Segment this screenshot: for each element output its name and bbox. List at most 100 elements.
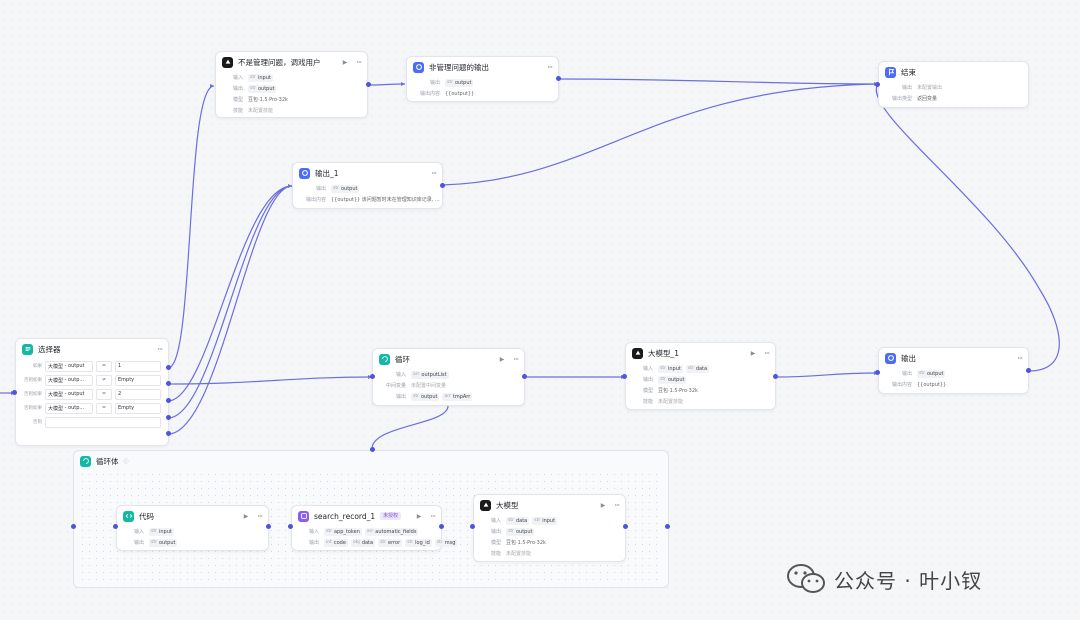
node-title: 不是管理问题，调戏用户 — [238, 57, 321, 67]
auth-badge[interactable]: 未授权 — [380, 512, 402, 520]
output-port[interactable] — [1026, 368, 1031, 373]
watermark-text: 公众号 · 叶小钗 — [834, 568, 983, 593]
row-label: 技能 — [232, 108, 243, 114]
skill-value: 未配置技能 — [658, 399, 684, 405]
output-port[interactable] — [623, 524, 628, 529]
output-port-elseif-1[interactable] — [166, 381, 171, 386]
more-icon[interactable]: ··· — [430, 511, 436, 521]
wire-loop-to-loop-body — [371, 405, 449, 450]
row-label: 中间变量 — [385, 383, 406, 389]
output-port[interactable] — [522, 374, 527, 379]
condition-if[interactable]: 如果 大模型 - output = 1 — [16, 359, 168, 373]
more-icon[interactable]: ··· — [513, 354, 519, 364]
more-icon[interactable]: ··· — [614, 500, 620, 510]
run-icon[interactable]: ▶ — [416, 512, 422, 520]
run-icon[interactable]: ▶ — [600, 501, 606, 509]
run-icon[interactable]: ▶ — [243, 512, 249, 520]
plugin-icon — [298, 510, 309, 522]
output-port[interactable] — [266, 524, 271, 529]
model-name: 豆包·1.5·Pro·32k — [506, 540, 546, 546]
condition-elseif-3[interactable]: 否则如果 大模型 - outp... = Empty — [16, 401, 168, 415]
condition-elseif-2[interactable]: 否则如果 大模型 - output = 2 — [16, 387, 168, 401]
input-port[interactable] — [12, 390, 17, 395]
output-icon — [299, 167, 310, 179]
row-label: 输出类型 — [891, 96, 912, 102]
input-port[interactable] — [470, 524, 475, 529]
node-title: 输出 — [901, 353, 916, 363]
output-port-if[interactable] — [166, 365, 171, 370]
more-icon[interactable]: ··· — [547, 62, 553, 72]
row-label: 输出 — [901, 85, 912, 91]
run-icon[interactable]: ▶ — [342, 58, 348, 66]
mid-var-value: 未配置中间变量 — [411, 383, 447, 389]
more-icon[interactable]: ··· — [764, 348, 770, 358]
output-content: {{output}} — [917, 381, 947, 388]
row-label: 模型 — [232, 97, 243, 103]
input-port[interactable] — [622, 374, 627, 379]
run-icon[interactable]: ▶ — [750, 349, 756, 357]
row-label: 输入 — [490, 518, 501, 524]
condition-elseif-1[interactable]: 否则如果 大模型 - outp... ≠ Empty — [16, 373, 168, 387]
output-port-else[interactable] — [166, 431, 171, 436]
row-label: 输出 — [315, 186, 326, 192]
node-title: 非管理问题的输出 — [429, 62, 489, 72]
output-port[interactable] — [556, 76, 561, 81]
run-icon[interactable]: ▶ — [499, 355, 505, 363]
more-icon[interactable]: ··· — [1017, 353, 1023, 363]
node-title: search_record_1 — [314, 511, 376, 521]
input-port[interactable] — [113, 524, 118, 529]
row-label: 输出内容 — [305, 197, 326, 203]
wire-selector-2-to-output1 — [167, 185, 293, 402]
input-port[interactable] — [875, 82, 880, 87]
output-port[interactable] — [440, 183, 445, 188]
row-label: 模型 — [490, 540, 501, 546]
output-port-elseif-3[interactable] — [166, 415, 171, 420]
more-icon[interactable]: ··· — [356, 57, 362, 67]
node-title: 大模型 — [496, 500, 519, 510]
more-icon[interactable]: ··· — [157, 344, 163, 354]
node-selector[interactable]: 选择器 ··· 如果 大模型 - output = 1 否则如果 大模型 - o… — [15, 338, 169, 446]
more-icon[interactable]: ··· — [257, 511, 263, 521]
row-label: 模型 — [642, 388, 653, 394]
row-label: 输入 — [308, 529, 319, 535]
loop-body-start-port[interactable] — [71, 524, 76, 529]
llm-icon — [480, 499, 491, 511]
loop-body-icon — [80, 455, 91, 467]
loop-body-port[interactable] — [370, 447, 375, 452]
model-name: 豆包·1.5·Pro·32k — [658, 388, 698, 394]
loop-body-end-port[interactable] — [665, 524, 670, 529]
output-port[interactable] — [439, 524, 444, 529]
input-port[interactable] — [875, 370, 880, 375]
info-icon: ⓘ — [123, 458, 129, 465]
output-port[interactable] — [773, 374, 778, 379]
row-label: 输出 — [642, 377, 653, 383]
node-title: 选择器 — [38, 344, 61, 354]
input-port[interactable] — [288, 524, 293, 529]
input-port[interactable] — [370, 374, 375, 379]
wechat-icon — [787, 564, 825, 593]
output-port[interactable] — [366, 82, 371, 87]
node-end[interactable]: 结束 输出未配置输出 输出类型返回变量 — [878, 61, 1029, 108]
output-port-elseif-2[interactable] — [166, 398, 171, 403]
more-icon[interactable]: ··· — [431, 168, 437, 178]
condition-else[interactable]: 否则 — [16, 415, 168, 429]
